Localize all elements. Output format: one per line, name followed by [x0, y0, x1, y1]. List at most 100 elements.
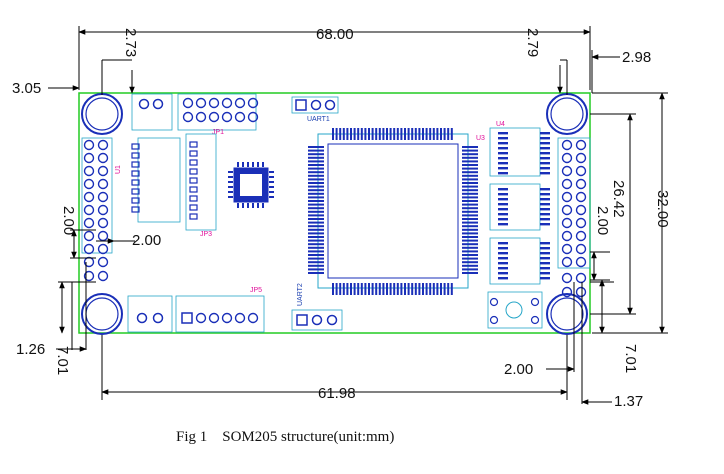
chip-pad: [498, 172, 508, 175]
bottom-header-2pin: [127, 295, 173, 333]
chip-pad: [429, 128, 432, 140]
chip-pad: [308, 146, 324, 148]
chip-pad: [189, 150, 198, 157]
chip-pad: [308, 221, 324, 224]
chip-pad: [393, 128, 396, 140]
chip-pad: [386, 283, 388, 295]
header-pin: [561, 204, 573, 216]
chip-pad: [131, 179, 140, 186]
chip-pad: [252, 203, 254, 208]
chip-pad: [308, 239, 324, 242]
chip-pad: [350, 128, 352, 140]
chip-small-qfp: [228, 162, 274, 208]
chip-pad: [540, 157, 550, 160]
chip-pad: [462, 246, 478, 249]
dim-bottom-left-small: 1.26: [16, 341, 45, 358]
header-pin: [83, 178, 95, 190]
chip-pad: [447, 128, 450, 140]
chip-pad: [443, 283, 446, 295]
chip-pad: [498, 157, 508, 160]
chip-pad: [462, 203, 478, 206]
chip-pad: [540, 262, 550, 265]
mounting-hole-bottom-right: [546, 293, 588, 335]
chip-pad: [342, 128, 345, 140]
header-pin: [575, 139, 587, 151]
chip-pad: [407, 128, 410, 140]
chip-pad: [308, 164, 324, 166]
chip-pad: [411, 128, 414, 140]
header-pin: [83, 217, 95, 229]
chip-pad: [308, 250, 324, 253]
header-pin: [561, 272, 573, 284]
right-header-pins: [561, 139, 587, 298]
chip-pad: [540, 267, 550, 270]
header-pin: [208, 97, 220, 109]
header-pin: [182, 111, 194, 123]
chip-pad: [308, 153, 324, 156]
header-pin: [83, 165, 95, 177]
header-pin: [83, 152, 95, 164]
dim-bottom-right-height: 7.01: [622, 344, 639, 373]
header-pin: [561, 152, 573, 164]
uart1-header: UART1: [291, 96, 339, 123]
chip-pad: [462, 254, 478, 256]
chip-pad: [540, 223, 550, 226]
header-pin: [83, 191, 95, 203]
chip-pad: [540, 247, 550, 250]
header-pin: [575, 152, 587, 164]
chip-pad: [498, 203, 508, 206]
chip-pad: [462, 264, 478, 267]
chip-pad: [498, 272, 508, 275]
header-pin: [208, 312, 220, 324]
dim-overall-width: 68.00: [316, 26, 354, 43]
chip-pad: [400, 128, 403, 140]
header-pin: [561, 165, 573, 177]
chip-pad: [382, 283, 385, 295]
chip-pad: [364, 128, 367, 140]
header-pin: [83, 204, 95, 216]
chip-pad: [308, 214, 324, 217]
right-pin-header: [557, 137, 591, 298]
chip-pad: [308, 272, 324, 274]
figure-caption: Fig 1 SOM205 structure(unit:mm): [176, 429, 394, 445]
chip-pad: [498, 277, 508, 280]
header-pin: [575, 243, 587, 255]
dim-bottom-right-pitch: 2.00: [504, 361, 533, 378]
chip-pad: [400, 283, 403, 295]
chip-pad: [498, 213, 508, 216]
chip-pad: [308, 236, 324, 238]
header-pin: [195, 97, 207, 109]
chip-pad: [339, 283, 342, 295]
chip-pad: [228, 176, 233, 178]
chip-pad: [462, 243, 478, 246]
chip-pad: [269, 171, 274, 173]
dim-left-pitch-vertical: 2.00: [60, 206, 77, 235]
chip-pad: [228, 196, 233, 198]
header-pin: [97, 178, 109, 190]
header-pin: [195, 111, 207, 123]
chip-pad: [498, 167, 508, 170]
chip-pad: [462, 218, 478, 220]
chip-pad: [262, 162, 264, 167]
chip-pad: [308, 232, 324, 235]
chip-pad: [228, 191, 233, 193]
left-header-pins: [83, 139, 109, 282]
chip-u2: JP3: [185, 133, 217, 238]
dim-bottom-left-height: 7.01: [54, 346, 71, 375]
dimensions: [48, 26, 668, 405]
chip-pad: [440, 128, 442, 140]
chip-pad: [540, 147, 550, 150]
header-pin: [575, 165, 587, 177]
uart2-label: UART2: [297, 283, 304, 306]
chip-pad: [228, 171, 233, 173]
chip-pad: [332, 283, 334, 295]
header-pin: [97, 230, 109, 242]
chip-pad: [498, 147, 508, 150]
chip-pad: [540, 167, 550, 170]
header-pin: [575, 191, 587, 203]
chip-pad: [498, 208, 508, 211]
chip-pad: [360, 128, 363, 140]
chip-pad: [242, 203, 244, 208]
chip-pad: [237, 162, 239, 167]
chip-pad: [308, 196, 324, 199]
